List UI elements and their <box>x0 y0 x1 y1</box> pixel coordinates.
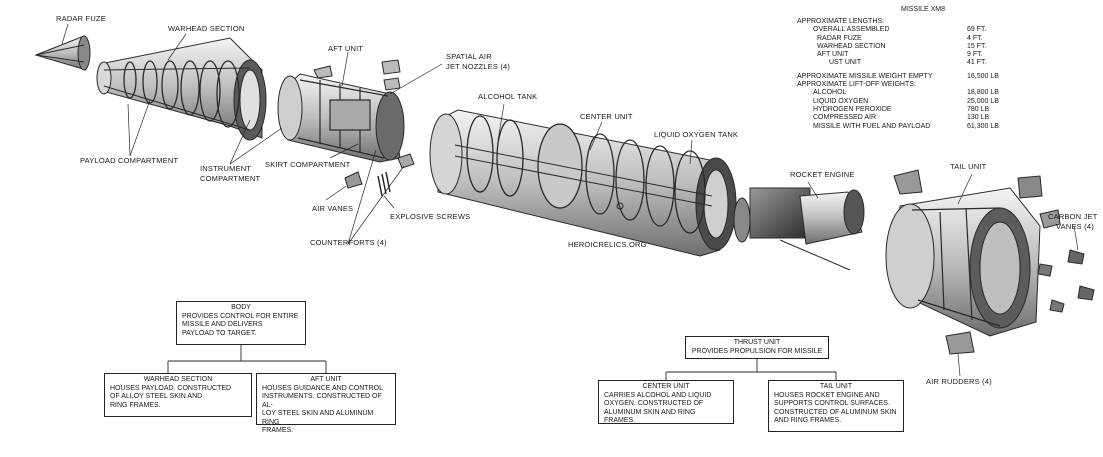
radar-fuze-part <box>34 35 91 71</box>
center-box-title: CENTER UNIT <box>642 383 690 390</box>
label-compartment: COMPARTMENT <box>200 174 261 183</box>
label-vanes: VANES (4) <box>1056 222 1094 231</box>
warhead-box: WARHEAD SECTION HOUSES PAYLOAD. CONSTRUC… <box>104 373 252 417</box>
thrust-tree-connectors <box>665 359 837 380</box>
label-radar-fuze: RADAR FUZE <box>56 14 106 23</box>
aft-box-title: AFT UNIT <box>310 376 342 383</box>
warhead-box-title: WARHEAD SECTION <box>143 376 213 383</box>
center-unit-part <box>429 109 737 257</box>
rocket-engine-part <box>733 187 865 271</box>
aft-box-line: FRAMES. <box>262 427 294 434</box>
label-carbon-jet: CARBON JET <box>1048 212 1098 221</box>
body-box-line: MISSILE AND DELIVERS <box>182 321 263 328</box>
label-air-vanes: AIR VANES <box>312 204 354 213</box>
body-tree-connectors <box>167 345 327 373</box>
label-watermark: HEROICRELICS.ORG <box>568 240 647 249</box>
body-box-line: PROVIDES CONTROL FOR ENTIRE <box>182 312 299 320</box>
center-box-line: OXYGEN. CONSTRUCTED OF <box>604 400 704 407</box>
leader-lines <box>61 23 1079 377</box>
spec-liftoff-header: APPROXIMATE LIFT-OFF WEIGHTS: <box>797 81 916 89</box>
label-explosive-screws: EXPLOSIVE SCREWS <box>390 212 471 221</box>
tail-unit-part <box>885 169 1095 355</box>
label-rocket-engine: ROCKET ENGINE <box>790 170 855 179</box>
warhead-box-line: RING FRAMES. <box>110 401 161 409</box>
warhead-box-line: OF ALLOY STEEL SKIN AND <box>110 393 203 400</box>
thrust-box-title: THRUST UNIT <box>733 339 781 346</box>
small-parts <box>344 153 415 197</box>
label-alcohol-tank: ALCOHOL TANK <box>478 92 538 101</box>
tail-box-line: CONSTRUCTED OF ALUMINUM SKIN <box>774 408 897 416</box>
center-box-line: ALUMINUM SKIN AND RING FRAMES. <box>604 408 696 425</box>
label-tail-unit: TAIL UNIT <box>950 162 987 171</box>
spec-lengths-header: APPROXIMATE LENGTHS: <box>797 18 884 25</box>
tail-box-line: SUPPORTS CONTROL SURFACES. <box>774 400 890 407</box>
label-aft-unit: AFT UNIT <box>328 44 364 53</box>
body-box-line: PAYLOAD TO TARGET. <box>182 329 257 337</box>
aft-box-line: HOUSES GUIDANCE AND CONTROL <box>262 384 383 392</box>
thrust-box-line: PROVIDES PROPULSION FOR MISSILE <box>691 347 823 355</box>
center-box-line: CARRIES ALCOHOL AND LIQUID <box>604 391 712 399</box>
tail-box-line: AND RING FRAMES. <box>774 417 842 424</box>
warhead-box-line: HOUSES PAYLOAD. CONSTRUCTED <box>110 384 232 392</box>
spec-title: MISSILE XM8 <box>901 6 945 13</box>
label-counterforts: COUNTERFORTS (4) <box>310 238 387 247</box>
label-spatial-air: SPATIAL AIR <box>446 52 492 61</box>
aft-box-line: INSTRUMENTS. CONSTRUCTED OF AL- <box>262 393 382 409</box>
tail-box-title: TAIL UNIT <box>819 383 853 390</box>
tail-box-line: HOUSES ROCKET ENGINE AND <box>774 391 880 399</box>
aft-box-line: LOY STEEL SKIN AND ALUMINUM RING <box>262 410 374 426</box>
label-skirt-compartment: SKIRT COMPARTMENT <box>265 160 351 169</box>
label-liquid-oxygen-tank: LIQUID OXYGEN TANK <box>654 130 739 139</box>
body-box: BODY PROVIDES CONTROL FOR ENTIRE MISSILE… <box>176 301 306 345</box>
body-box-title: BODY <box>231 304 251 311</box>
warhead-section-part <box>96 37 267 141</box>
thrust-box: THRUST UNIT PROVIDES PROPULSION FOR MISS… <box>685 336 829 359</box>
aft-box: AFT UNIT HOUSES GUIDANCE AND CONTROL INS… <box>256 373 396 434</box>
label-center-unit: CENTER UNIT <box>580 112 633 121</box>
label-instrument: INSTRUMENT <box>200 164 252 173</box>
aft-unit-part <box>277 59 405 163</box>
label-payload-compartment: PAYLOAD COMPARTMENT <box>80 156 179 165</box>
tail-unit-box: TAIL UNIT HOUSES ROCKET ENGINE AND SUPPO… <box>768 380 904 432</box>
label-jet-nozzles: JET NOZZLES (4) <box>446 62 511 71</box>
label-air-rudders: AIR RUDDERS (4) <box>926 377 992 386</box>
center-unit-box: CENTER UNIT CARRIES ALCOHOL AND LIQUID O… <box>598 380 734 424</box>
label-warhead-section: WARHEAD SECTION <box>168 24 245 33</box>
